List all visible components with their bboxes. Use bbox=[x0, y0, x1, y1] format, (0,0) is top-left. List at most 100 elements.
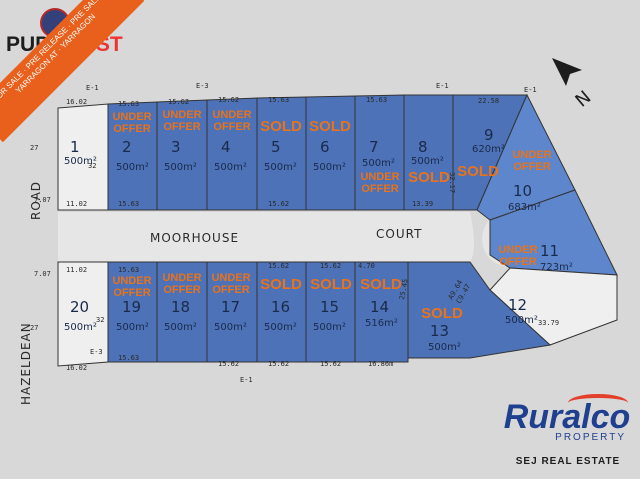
lot-11-status-line2: OFFER bbox=[499, 256, 536, 268]
lot-17-status-line1: UNDER bbox=[211, 272, 250, 284]
lot-2-number: 2 bbox=[122, 138, 132, 156]
lot-9-number: 9 bbox=[484, 126, 494, 144]
lot-17-area: 500m² bbox=[214, 322, 247, 333]
dim-22-58: 22.58 bbox=[478, 97, 499, 105]
lot-17-number: 17 bbox=[221, 298, 240, 316]
lot-1-area: 500m² bbox=[64, 156, 97, 167]
lot-12-area: 500m² bbox=[505, 315, 538, 326]
lot-5-number: 5 bbox=[271, 138, 281, 156]
road-label-hazeldean: HAZELDEAN bbox=[19, 322, 33, 405]
lot-19-status-line2: OFFER bbox=[113, 287, 150, 299]
dim-15-63-f: 15.63 bbox=[118, 354, 139, 362]
lot-9-area: 620m² bbox=[472, 144, 505, 155]
lot-7-status-line2: OFFER bbox=[361, 183, 398, 195]
lot-16-number: 16 bbox=[271, 298, 290, 316]
dim-15-62-a: 15.62 bbox=[168, 98, 189, 106]
lot-8-shape[interactable] bbox=[403, 94, 454, 211]
lot-10-status-line2: OFFER bbox=[513, 161, 550, 173]
lot-12-number: 12 bbox=[508, 296, 527, 314]
lot-11-number: 11 bbox=[540, 242, 559, 260]
lot-2-area: 500m² bbox=[116, 162, 149, 173]
easement-e1-a: E-1 bbox=[86, 84, 99, 92]
lot-18-number: 18 bbox=[171, 298, 190, 316]
road-label-road: ROAD bbox=[29, 181, 43, 220]
lot-6-area: 500m² bbox=[313, 162, 346, 173]
lot-12-shape[interactable] bbox=[489, 267, 618, 346]
dim-15-63-a: 15.63 bbox=[118, 100, 139, 108]
lot-14-number: 14 bbox=[370, 298, 389, 316]
dim-15-63-d: 15.63 bbox=[118, 200, 139, 208]
dim-15-62-e: 15.62 bbox=[320, 262, 341, 270]
company-subtitle: PROPERTY bbox=[555, 432, 626, 443]
lot-19-status-line1: UNDER bbox=[112, 275, 151, 287]
lot-19-area: 500m² bbox=[116, 322, 149, 333]
lot-20-number: 20 bbox=[70, 298, 89, 316]
north-arrow-icon: N bbox=[552, 58, 595, 112]
easement-e1-d: E-1 bbox=[240, 376, 253, 384]
lot-20-area: 500m² bbox=[64, 322, 97, 333]
dim-15-62-h: 15.62 bbox=[320, 360, 341, 368]
lot-5-status: SOLD bbox=[260, 118, 302, 135]
lot-4-number: 4 bbox=[221, 138, 231, 156]
dim-27-bottom: 27 bbox=[30, 324, 38, 332]
lot-16-status: SOLD bbox=[260, 276, 302, 293]
lot-14-area: 516m² bbox=[365, 318, 398, 329]
lot-6-number: 6 bbox=[320, 138, 330, 156]
dim-15-62-b: 15.62 bbox=[218, 96, 239, 104]
lot-3-status-line1: UNDER bbox=[162, 109, 201, 121]
lot-9-status: SOLD bbox=[457, 163, 499, 180]
dim-15-63-c: 15.63 bbox=[366, 96, 387, 104]
dim-27-top: 27 bbox=[30, 144, 38, 152]
north-label: N bbox=[571, 87, 595, 112]
dim-11-02-top: 11.02 bbox=[66, 200, 87, 208]
lot-8-status: SOLD bbox=[408, 169, 450, 186]
lot-11-status-line1: UNDER bbox=[498, 244, 537, 256]
lot-14-shape[interactable] bbox=[354, 261, 409, 363]
lot-15-area: 500m² bbox=[313, 322, 346, 333]
lot-4-status-line2: OFFER bbox=[213, 121, 250, 133]
lot-15-number: 15 bbox=[320, 298, 339, 316]
dim-11-02-bottom: 11.02 bbox=[66, 266, 87, 274]
lot-14-status: SOLD bbox=[360, 276, 402, 293]
dim-33-79: 33.79 bbox=[538, 319, 559, 327]
dim-16-02-top: 16.02 bbox=[66, 98, 87, 106]
road-label-court: COURT bbox=[376, 227, 422, 241]
road-label-moorhouse: MOORHOUSE bbox=[150, 231, 239, 245]
lot-6-shape[interactable] bbox=[305, 95, 356, 211]
ruralco-logo: Ruralco PROPERTY bbox=[498, 394, 636, 443]
agency-name: SEJ REAL ESTATE bbox=[515, 456, 621, 467]
dim-16-86: 16.86m bbox=[368, 360, 393, 368]
lot-18-area: 500m² bbox=[164, 322, 197, 333]
lot-15-status: SOLD bbox=[310, 276, 352, 293]
lot-10-number: 10 bbox=[513, 182, 532, 200]
dim-16-02-bottom: 16.02 bbox=[66, 364, 87, 372]
lot-4-area: 500m² bbox=[214, 162, 247, 173]
lot-5-shape[interactable] bbox=[256, 96, 307, 211]
lot-6-status: SOLD bbox=[309, 118, 351, 135]
lot-11-area: 723m² bbox=[540, 262, 573, 273]
lot-11-shape[interactable] bbox=[489, 189, 618, 276]
dim-13-39: 13.39 bbox=[412, 200, 433, 208]
dim-15-62-c: 15.62 bbox=[268, 200, 289, 208]
dim-7-07-top: 7.07 bbox=[34, 196, 51, 204]
lot-5-area: 500m² bbox=[264, 162, 297, 173]
ruralco-swoosh-icon bbox=[568, 394, 628, 412]
dim-15-62-g: 15.62 bbox=[268, 360, 289, 368]
dim-15-62-d: 15.62 bbox=[268, 262, 289, 270]
easement-e1-c: E-1 bbox=[524, 86, 537, 94]
lot-3-status-line2: OFFER bbox=[163, 121, 200, 133]
lot-13-number: 13 bbox=[430, 322, 449, 340]
lot-13-status: SOLD bbox=[421, 305, 463, 322]
lot-10-area: 683m² bbox=[508, 202, 541, 213]
dim-15-63-e: 15.63 bbox=[118, 266, 139, 274]
easement-e3-b: E-3 bbox=[90, 348, 103, 356]
lot-7-area: 500m² bbox=[362, 158, 395, 169]
dim-4-70: 4.70 bbox=[358, 262, 375, 270]
lot-16-area: 500m² bbox=[264, 322, 297, 333]
dim-32-b: 32 bbox=[96, 316, 104, 324]
lot-18-status-line2: OFFER bbox=[163, 284, 200, 296]
lot-13-area: 500m² bbox=[428, 342, 461, 353]
lot-8-number: 8 bbox=[418, 138, 428, 156]
